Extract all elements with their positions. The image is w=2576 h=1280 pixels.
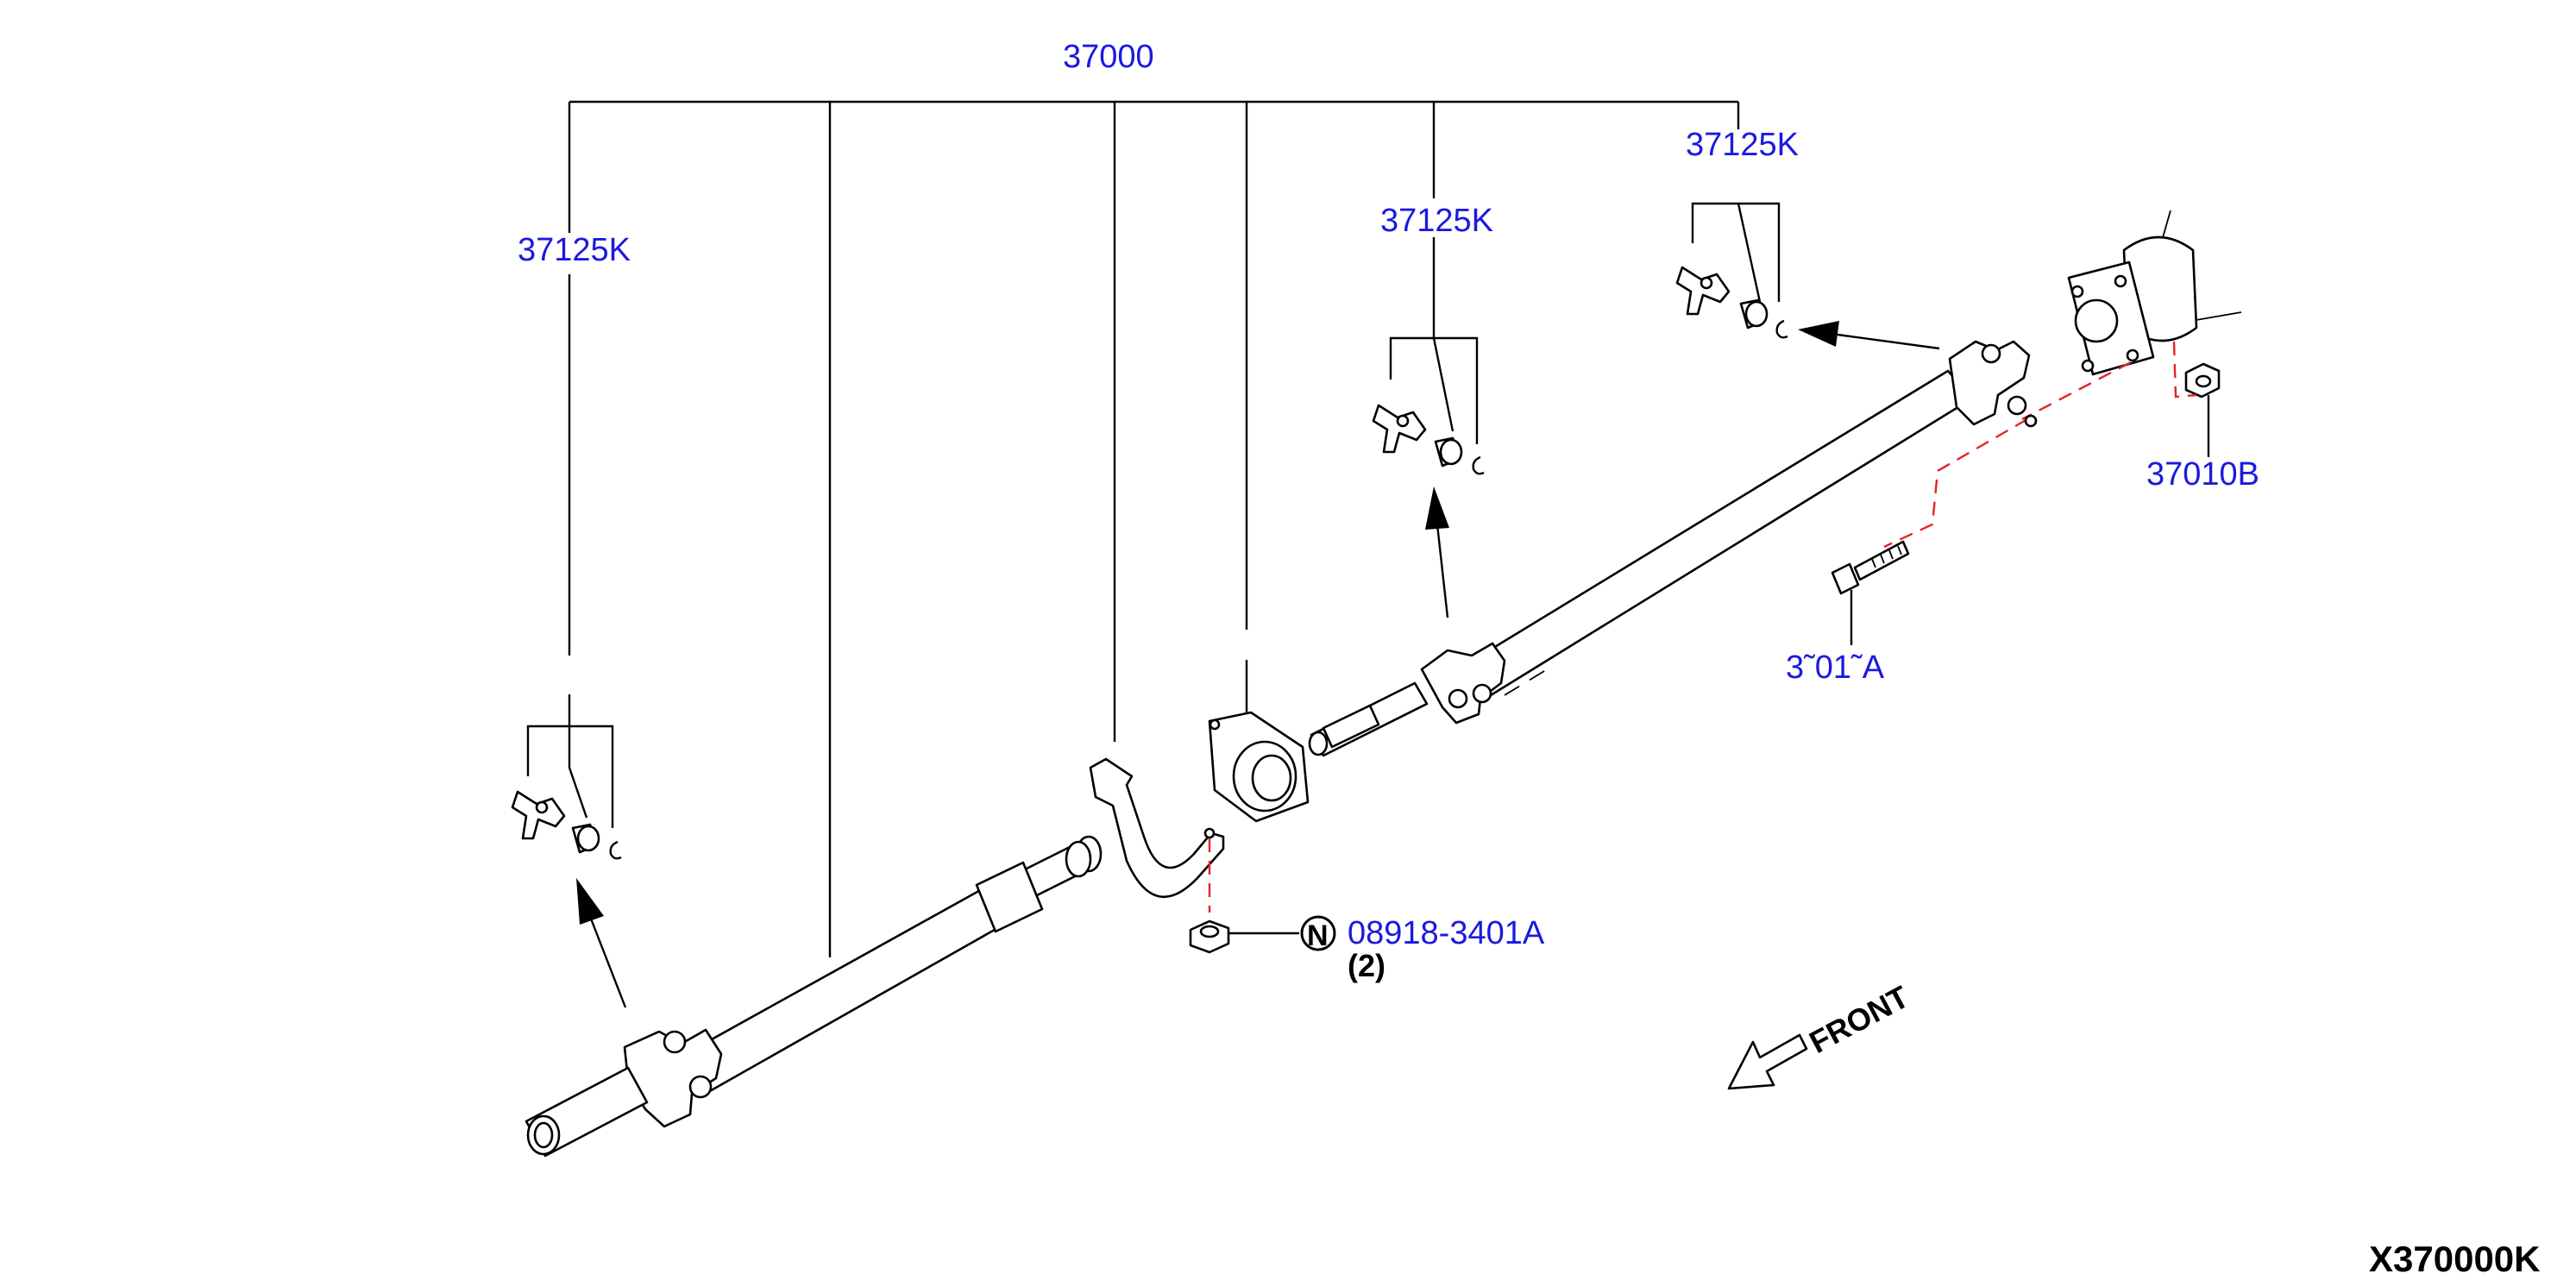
assembly-part-number[interactable]: 37000 (1063, 39, 1154, 75)
center-bearing-bracket[interactable] (1089, 757, 1225, 899)
joint-kit-left-part-number[interactable]: 37125K (518, 232, 631, 268)
spider-cross-right-icon (1675, 266, 1731, 316)
diagram-code: X370000K (2369, 1239, 2541, 1279)
joint-kit-right-part-number[interactable]: 37125K (1686, 127, 1799, 163)
joint-kit-mid-part-number[interactable]: 37125K (1380, 203, 1493, 239)
differential-flange[interactable] (2067, 210, 2242, 376)
flange-alignment-lines (1883, 341, 2197, 549)
snap-ring-right-icon (1775, 319, 1788, 339)
bearing-cap-left-icon (571, 823, 600, 854)
flange-nut-part-number[interactable]: 37010B (2146, 456, 2259, 493)
spider-cross-mid-icon (1372, 404, 1427, 454)
center-nut-part-number[interactable]: 08918-3401A (1348, 915, 1545, 951)
exploded-arrow-left-icon (576, 878, 627, 1008)
joint-kit-mid[interactable] (1372, 336, 1485, 475)
exploded-arrow-mid-icon (1425, 486, 1449, 618)
exploded-arrow-right-icon (1798, 321, 1940, 350)
flange-nut[interactable] (2184, 362, 2221, 457)
new-part-mark: N (1307, 919, 1329, 952)
bearing-cap-right-icon (1739, 298, 1769, 329)
new-part-badge: N (1300, 915, 1336, 952)
front-direction-arrow-icon (1727, 1033, 1808, 1090)
center-nut-quantity: (2) (1348, 948, 1385, 983)
front-propeller-shaft[interactable] (525, 835, 1103, 1158)
spider-cross-left-icon (511, 790, 566, 840)
assembly-leader-bracket (568, 100, 1740, 957)
flange-bolt-part-number[interactable]: 3˜01˜A (1786, 649, 1885, 686)
joint-kit-left[interactable] (511, 725, 622, 860)
rear-propeller-shaft[interactable] (1308, 340, 2038, 757)
joint-kit-right[interactable] (1675, 202, 1788, 339)
flange-bolt[interactable] (1831, 540, 1910, 645)
snap-ring-mid-icon (1472, 455, 1485, 475)
center-bearing[interactable] (1208, 711, 1310, 823)
center-nut[interactable] (1189, 919, 1299, 954)
front-direction-label: FRONT (1804, 979, 1915, 1060)
snap-ring-left-icon (609, 840, 622, 860)
bearing-cap-mid-icon (1434, 436, 1463, 467)
